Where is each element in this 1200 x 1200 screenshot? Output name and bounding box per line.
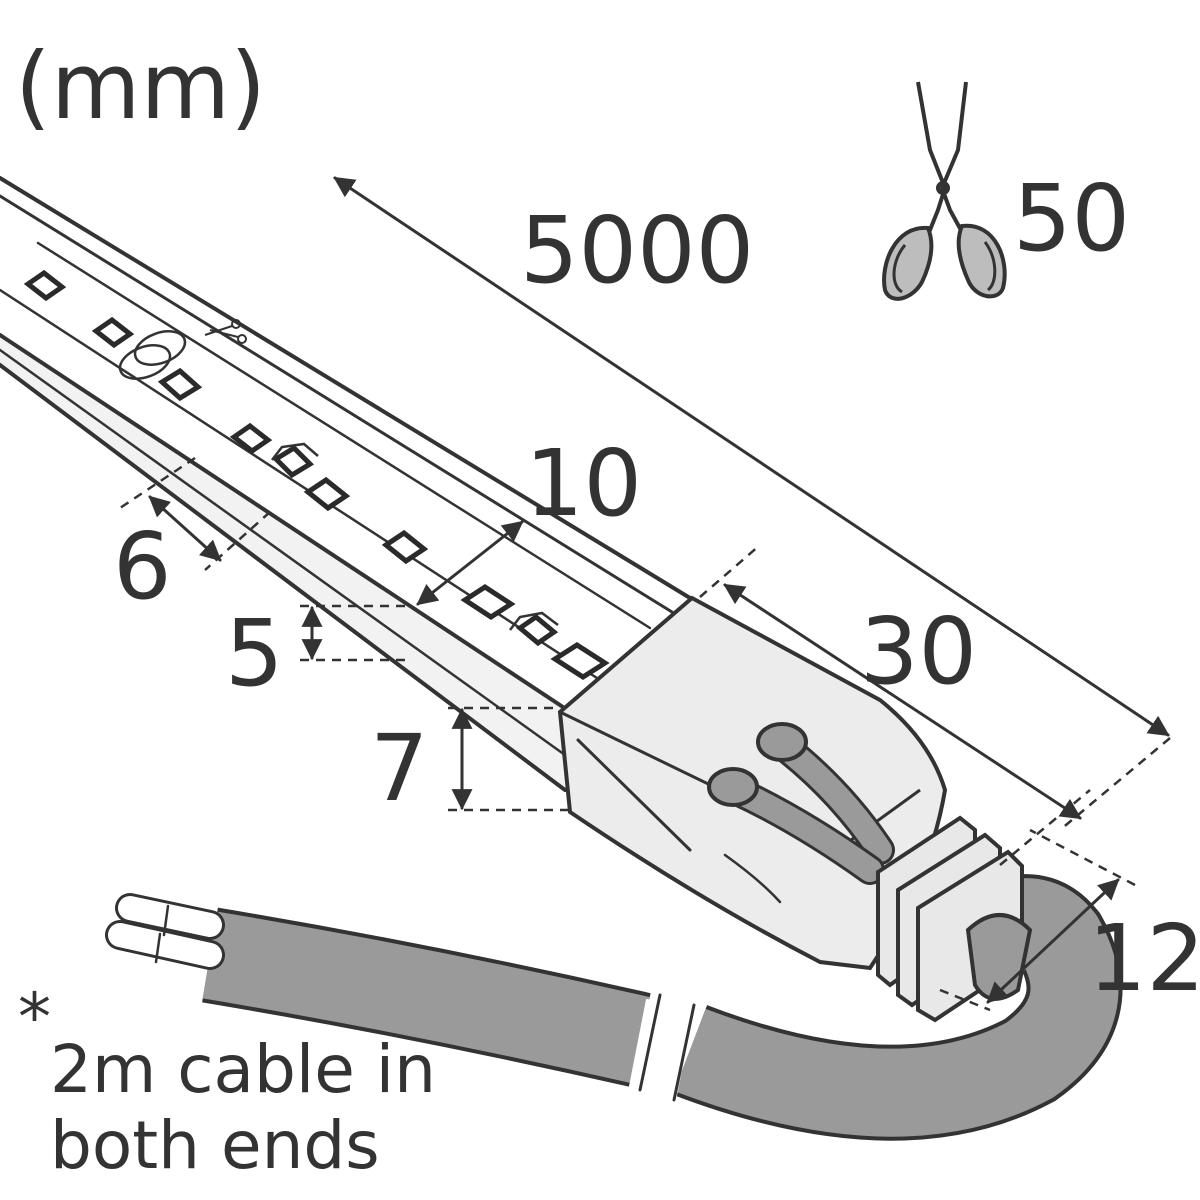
- strip-width-label: 6: [113, 513, 172, 620]
- note-asterisk: *: [18, 979, 51, 1056]
- end-cap-length-label: 30: [860, 598, 977, 705]
- cable-width-label: 12: [1088, 905, 1200, 1012]
- dimension-lines: [119, 176, 1171, 1012]
- profile-height-b-label: 7: [370, 715, 429, 822]
- scissors-icon: [882, 81, 1007, 301]
- note-line-1: 2m cable in: [50, 1031, 436, 1108]
- note-line-2: both ends: [50, 1107, 380, 1184]
- cut-unit-label: 50: [1013, 165, 1130, 272]
- led-pitch-label: 10: [525, 430, 642, 537]
- length-label: 5000: [520, 197, 754, 304]
- unit-label: (mm): [15, 33, 266, 140]
- cable-wire-tips: [105, 893, 225, 970]
- profile-height-a-label: 5: [225, 600, 284, 707]
- cut-mark-icon: [204, 319, 247, 344]
